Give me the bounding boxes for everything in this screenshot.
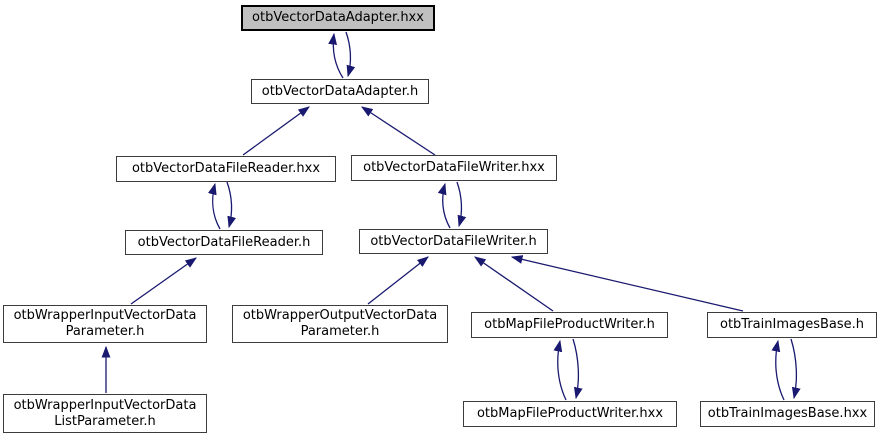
- node-otbVectorDataFileReader-h[interactable]: otbVectorDataFileReader.h: [125, 230, 323, 255]
- node-otbMapFileProductWriter-h[interactable]: otbMapFileProductWriter.h: [471, 312, 668, 338]
- edge-trainimages-h-to-trainimages-hxx: [790, 338, 801, 400]
- node-otbVectorDataFileWriter-hxx[interactable]: otbVectorDataFileWriter.hxx: [351, 155, 557, 181]
- edge-mapfile-h-to-mapfile-hxx: [572, 338, 583, 400]
- node-otbVectorDataAdapter-hxx: otbVectorDataAdapter.hxx: [241, 5, 435, 31]
- edge-output-param-to-writer-h: [367, 256, 429, 305]
- edge-trainimages-hxx-to-trainimages-h: [771, 339, 785, 401]
- node-otbVectorDataFileReader-hxx[interactable]: otbVectorDataFileReader.hxx: [116, 156, 336, 182]
- edge-reader-hxx-to-reader-h: [226, 181, 237, 229]
- edge-writer-hxx-to-adapter-h: [361, 106, 436, 156]
- node-otbWrapperInputVectorDataListParameter-h[interactable]: otbWrapperInputVectorData ListParameter.…: [3, 394, 207, 433]
- node-otbTrainImagesBase-hxx[interactable]: otbTrainImagesBase.hxx: [700, 401, 875, 427]
- edge-adapter-h-to-adapter-hxx: [328, 32, 344, 79]
- node-otbVectorDataAdapter-h[interactable]: otbVectorDataAdapter.h: [251, 79, 429, 104]
- node-otbWrapperOutputVectorDataParameter-h[interactable]: otbWrapperOutputVectorData Parameter.h: [232, 305, 448, 343]
- node-otbMapFileProductWriter-hxx[interactable]: otbMapFileProductWriter.hxx: [463, 401, 677, 427]
- node-otbVectorDataFileWriter-h[interactable]: otbVectorDataFileWriter.h: [359, 229, 548, 254]
- edge-reader-hxx-to-adapter-h: [242, 106, 310, 156]
- edge-reader-h-to-reader-hxx: [207, 182, 221, 230]
- edge-mapfile-hxx-to-mapfile-h: [553, 339, 567, 401]
- edge-adapter-hxx-to-adapter-h: [345, 31, 356, 78]
- node-otbWrapperInputVectorDataParameter-h[interactable]: otbWrapperInputVectorData Parameter.h: [3, 305, 207, 343]
- edge-writer-h-to-writer-hxx: [437, 182, 451, 229]
- edge-writer-hxx-to-writer-h: [456, 181, 467, 228]
- edge-input-param-to-reader-h: [130, 257, 197, 305]
- node-otbTrainImagesBase-h[interactable]: otbTrainImagesBase.h: [707, 312, 877, 338]
- edge-mapfile-h-to-writer-h: [474, 256, 554, 312]
- edge-trainimages-h-to-writer-h: [510, 255, 744, 312]
